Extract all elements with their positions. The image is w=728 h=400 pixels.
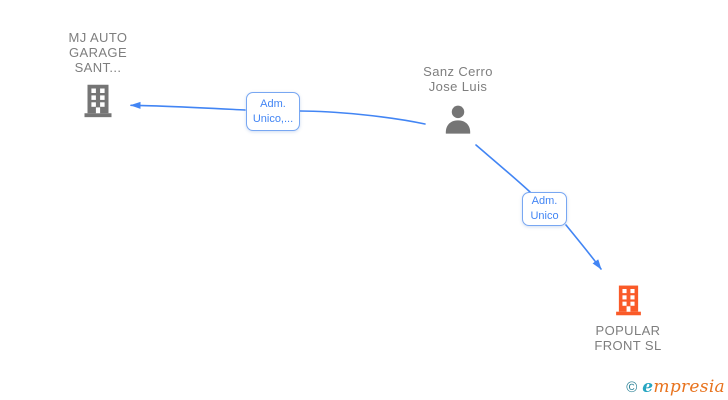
- node-label-line: FRONT SL: [594, 338, 662, 353]
- node-label-line: MJ AUTO: [68, 30, 128, 45]
- node-sanz-cerro-jose-luis[interactable]: Sanz Cerro Jose Luis: [400, 64, 516, 137]
- node-label-line: SANT...: [74, 60, 122, 75]
- building-icon: [84, 84, 112, 118]
- edge-sanz-to-popular-arrow-line: [565, 224, 602, 270]
- node-label-popular-front: POPULAR FRONT SL: [594, 323, 661, 353]
- node-label-line: POPULAR: [595, 323, 661, 338]
- edge-label-adm-unico-mjauto[interactable]: Adm. Unico,...: [246, 92, 300, 131]
- empresia-e: e: [642, 377, 654, 397]
- node-label-sanz-cerro: Sanz Cerro Jose Luis: [423, 64, 493, 94]
- edge-label-line: Adm.: [260, 97, 286, 110]
- edge-sanz-to-mjauto-line: [299, 110, 426, 125]
- node-popular-front-sl[interactable]: POPULAR FRONT SL: [570, 283, 686, 353]
- node-label-mj-auto-garage: MJ AUTO GARAGE SANT...: [69, 30, 128, 75]
- node-label-line: Jose Luis: [428, 79, 488, 94]
- edge-sanz-to-popular-line: [475, 144, 531, 193]
- edge-label-line: Adm.: [531, 195, 558, 207]
- node-mj-auto-garage[interactable]: MJ AUTO GARAGE SANT...: [40, 30, 156, 119]
- node-label-line: Sanz Cerro: [423, 64, 493, 79]
- building-icon: [615, 285, 641, 316]
- edge-label-line: Unico,...: [252, 112, 294, 125]
- person-icon: [445, 105, 471, 134]
- empresia-logo[interactable]: © empresia: [626, 377, 725, 397]
- edge-sanz-to-mjauto-arrow-line: [130, 101, 246, 111]
- empresia-wordmark: empresia: [642, 377, 725, 397]
- edge-label-adm-unico-popular[interactable]: Adm. Unico: [522, 192, 567, 226]
- empresia-rest: mpresia: [653, 377, 725, 397]
- copyright-icon: ©: [626, 379, 638, 396]
- node-label-line: GARAGE: [68, 45, 128, 60]
- edge-label-line: Unico: [530, 210, 559, 222]
